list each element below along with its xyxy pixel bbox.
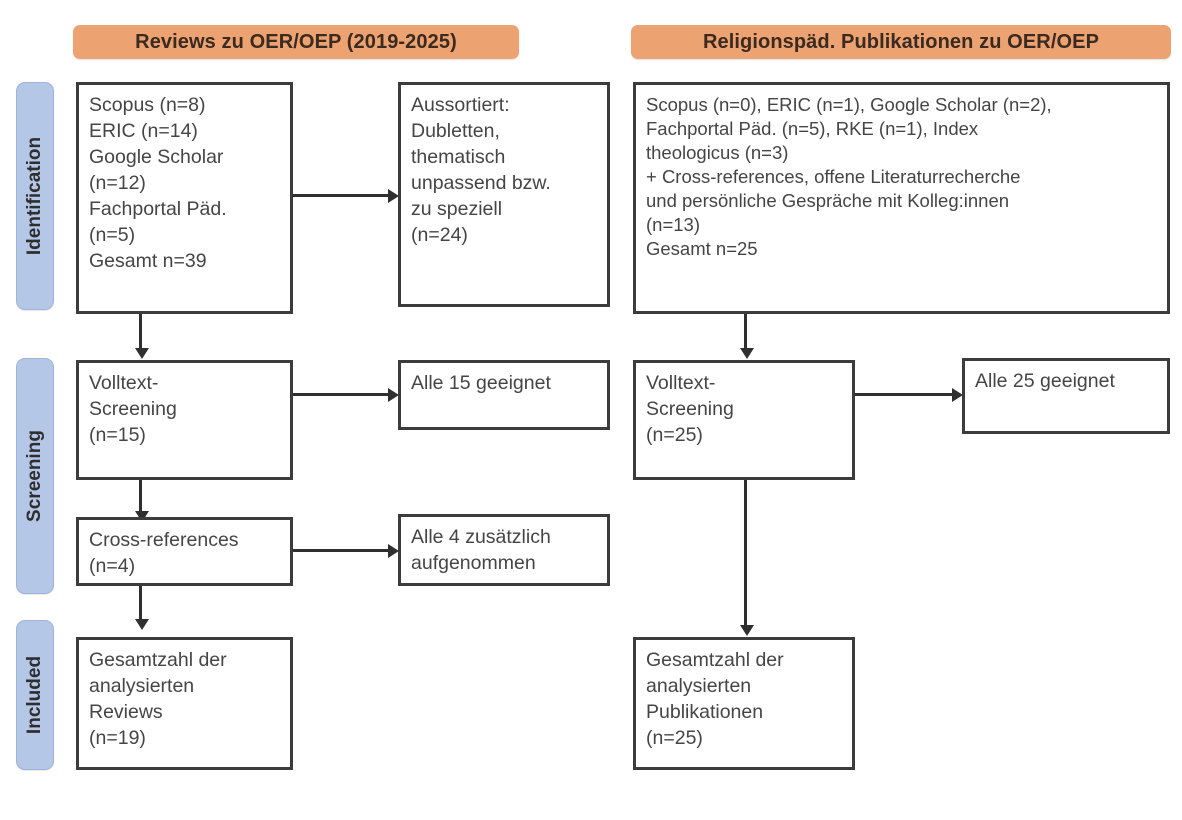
arrowhead-right-screening-to-result <box>952 388 963 402</box>
box-left-excluded: Aussortiert: Dubletten, thematisch unpas… <box>398 82 610 307</box>
box-right-identification: Scopus (n=0), ERIC (n=1), Google Scholar… <box>633 82 1170 314</box>
box-right-screening-result: Alle 25 geeignet <box>962 358 1170 434</box>
connector-right-screening-to-included <box>744 480 747 627</box>
box-left-screening-result: Alle 15 geeignet <box>398 360 610 430</box>
connector-right-ident-to-screening <box>744 314 747 350</box>
stage-bar-included: Included <box>16 620 54 770</box>
connector-left-ident-to-excluded <box>293 194 388 197</box>
arrowhead-left-crossref-to-result <box>388 544 399 558</box>
stage-label-screening: Screening <box>24 430 45 522</box>
connector-left-ident-to-screening <box>139 314 142 350</box>
box-left-identification: Scopus (n=8) ERIC (n=14) Google Scholar … <box>76 82 293 314</box>
connector-left-screening-to-crossref <box>139 480 142 513</box>
box-left-cross-references: Cross-references (n=4) <box>76 517 293 586</box>
column-header-right-label: Religionspäd. Publikationen zu OER/OEP <box>702 30 1100 53</box>
stage-label-identification: Identification <box>24 136 46 256</box>
connector-left-screening-to-result <box>293 393 388 396</box>
column-header-left-label: Reviews zu OER/OEP (2019-2025) <box>135 30 457 53</box>
arrowhead-right-screening-to-included <box>740 625 754 636</box>
arrowhead-left-screening-to-result <box>388 388 399 402</box>
arrowhead-left-ident-to-excluded <box>388 189 399 203</box>
connector-left-crossref-to-result <box>293 549 388 552</box>
arrowhead-left-screening-to-crossref <box>135 511 149 522</box>
arrowhead-left-ident-to-screening <box>135 348 149 359</box>
stage-bar-screening: Screening <box>16 358 54 594</box>
stage-label-included: Included <box>24 655 45 735</box>
column-header-left: Reviews zu OER/OEP (2019-2025) <box>73 25 519 59</box>
arrowhead-left-crossref-to-included <box>135 619 149 630</box>
column-header-right: Religionspäd. Publikationen zu OER/OEP <box>631 25 1171 59</box>
stage-bar-identification: Identification <box>16 82 54 310</box>
box-right-screening: Volltext- Screening (n=25) <box>633 360 855 480</box>
connector-right-screening-to-result <box>855 393 952 396</box>
box-left-included: Gesamtzahl der analysierten Reviews (n=1… <box>76 637 293 770</box>
box-left-screening: Volltext- Screening (n=15) <box>76 360 293 480</box>
arrowhead-right-ident-to-screening <box>740 348 754 359</box>
connector-left-crossref-to-included <box>139 586 142 621</box>
box-left-cross-references-result: Alle 4 zusätzlich aufgenommen <box>398 514 610 586</box>
box-right-included: Gesamtzahl der analysierten Publikatione… <box>633 637 855 770</box>
